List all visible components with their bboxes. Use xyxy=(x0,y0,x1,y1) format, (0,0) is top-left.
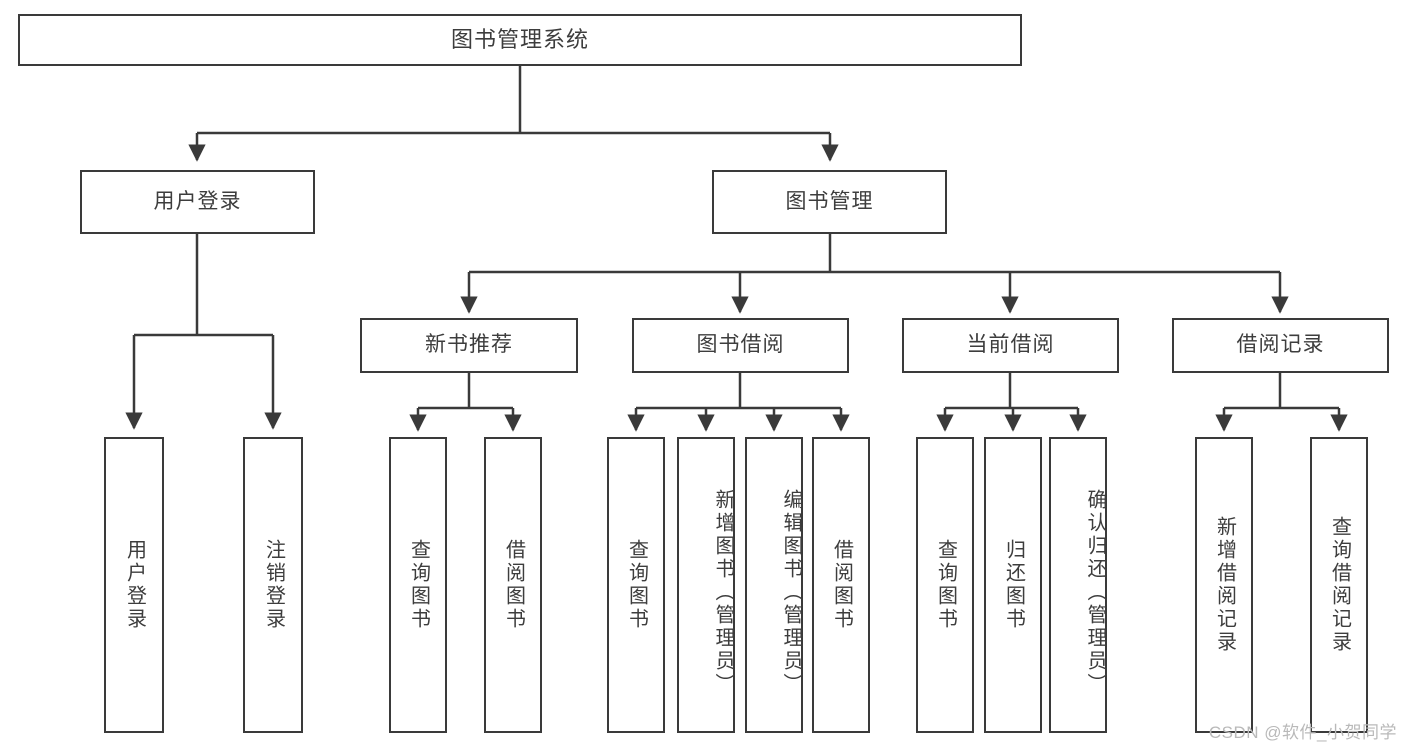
node-leaf-query-book-borrow[interactable]: 查询图书 xyxy=(607,437,665,733)
node-label: 编辑图书（管理员） xyxy=(780,488,802,696)
node-label: 新增借阅记录 xyxy=(1213,516,1236,654)
node-label: 用户登录 xyxy=(153,189,242,213)
node-label: 借阅图书 xyxy=(830,539,853,631)
node-leaf-query-borrow-record[interactable]: 查询借阅记录 xyxy=(1310,437,1368,733)
node-book-borrow[interactable]: 图书借阅 xyxy=(632,318,849,373)
node-leaf-logout[interactable]: 注销登录 xyxy=(243,437,303,733)
node-label: 借阅图书 xyxy=(502,539,525,631)
node-label: 归还图书 xyxy=(1002,539,1025,631)
node-label: 图书管理 xyxy=(785,189,874,213)
node-current-borrow[interactable]: 当前借阅 xyxy=(902,318,1119,373)
node-book-management[interactable]: 图书管理 xyxy=(712,170,947,234)
node-label: 注销登录 xyxy=(262,539,285,631)
node-root-system[interactable]: 图书管理系统 xyxy=(18,14,1022,66)
node-leaf-borrow-book[interactable]: 借阅图书 xyxy=(812,437,870,733)
node-leaf-confirm-return-admin[interactable]: 确认归还（管理员） xyxy=(1049,437,1107,733)
node-leaf-query-book-recommend[interactable]: 查询图书 xyxy=(389,437,447,733)
node-label: 当前借阅 xyxy=(966,333,1055,357)
node-label: 新书推荐 xyxy=(425,333,513,357)
node-leaf-borrow-book-recommend[interactable]: 借阅图书 xyxy=(484,437,542,733)
node-label: 用户登录 xyxy=(123,539,146,631)
node-leaf-add-book-admin[interactable]: 新增图书（管理员） xyxy=(677,437,735,733)
node-leaf-edit-book-admin[interactable]: 编辑图书（管理员） xyxy=(745,437,803,733)
node-label: 新增图书（管理员） xyxy=(712,488,734,696)
node-label: 图书管理系统 xyxy=(450,27,589,53)
node-label: 借阅记录 xyxy=(1236,333,1325,357)
node-label: 确认归还（管理员） xyxy=(1084,488,1106,696)
node-label: 查询借阅记录 xyxy=(1328,516,1351,654)
node-label: 图书借阅 xyxy=(696,333,785,357)
node-leaf-add-borrow-record[interactable]: 新增借阅记录 xyxy=(1195,437,1253,733)
node-leaf-user-login[interactable]: 用户登录 xyxy=(104,437,164,733)
node-label: 查询图书 xyxy=(407,539,430,631)
node-user-login[interactable]: 用户登录 xyxy=(80,170,315,234)
node-label: 查询图书 xyxy=(625,539,648,631)
node-new-book-recommend[interactable]: 新书推荐 xyxy=(360,318,578,373)
node-leaf-query-book-current[interactable]: 查询图书 xyxy=(916,437,974,733)
node-borrow-record[interactable]: 借阅记录 xyxy=(1172,318,1389,373)
node-leaf-return-book[interactable]: 归还图书 xyxy=(984,437,1042,733)
node-label: 查询图书 xyxy=(934,539,957,631)
watermark: CSDN @软件_小贺同学 xyxy=(1208,723,1397,742)
